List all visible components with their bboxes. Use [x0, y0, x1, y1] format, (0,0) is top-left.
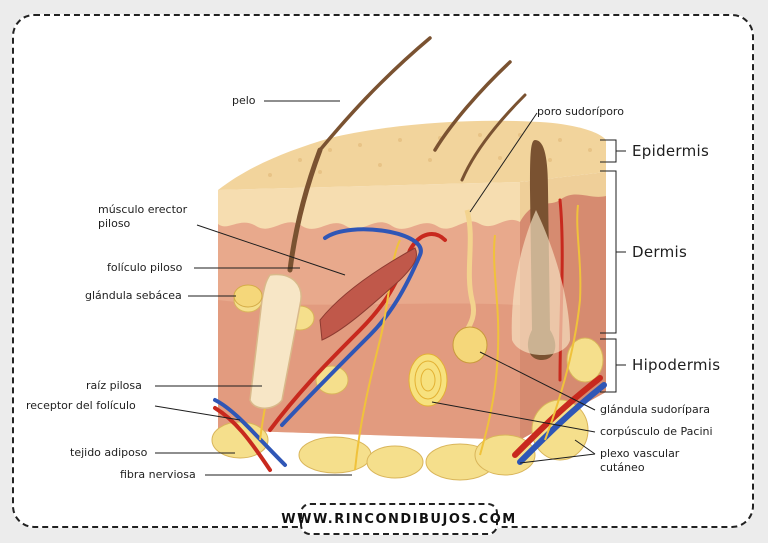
website-text: WWW.RINCONDIBUJOS.COM: [281, 511, 517, 527]
label-plexo-vascular-2: cutáneo: [600, 461, 645, 474]
arrector-pili-muscle: [319, 247, 417, 341]
hair-shaft-2: [433, 60, 512, 152]
vein: [213, 227, 423, 467]
hair-follicle: [249, 273, 302, 409]
label-plexo-vascular: plexo vascular: [600, 447, 680, 460]
label-corpusculo-pacini: corpúsculo de Pacini: [600, 425, 713, 438]
label-tejido-adiposo: tejido adiposo: [70, 446, 148, 459]
label-raiz-pilosa: raíz pilosa: [86, 379, 142, 392]
epidermis-front: [218, 182, 520, 229]
label-musculo-erector-2: piloso: [98, 217, 131, 230]
layer-epidermis: Epidermis: [632, 142, 710, 160]
epidermis-top: [218, 120, 606, 190]
website-footer[interactable]: WWW.RINCONDIBUJOS.COM: [281, 503, 515, 535]
hair-shaft-1: [318, 36, 432, 152]
label-pelo: pelo: [232, 94, 256, 107]
pacinian-corpuscle: [408, 353, 448, 407]
label-musculo-erector: músculo erector: [98, 203, 188, 216]
layer-hipodermis: Hipodermis: [632, 356, 721, 374]
sweat-gland: [452, 326, 488, 364]
label-receptor-foliculo: receptor del folículo: [26, 399, 136, 412]
label-glandula-sebacea: glándula sebácea: [85, 289, 182, 302]
layer-dermis: Dermis: [632, 243, 688, 261]
artery: [213, 232, 447, 472]
sebaceous-gland: [233, 284, 263, 308]
label-poro-sudoriporo: poro sudoríporo: [537, 105, 624, 118]
label-fibra-nerviosa: fibra nerviosa: [120, 468, 196, 481]
label-glandula-sudoripara: glándula sudorípara: [600, 403, 710, 416]
label-foliculo-piloso: folículo piloso: [107, 261, 183, 274]
